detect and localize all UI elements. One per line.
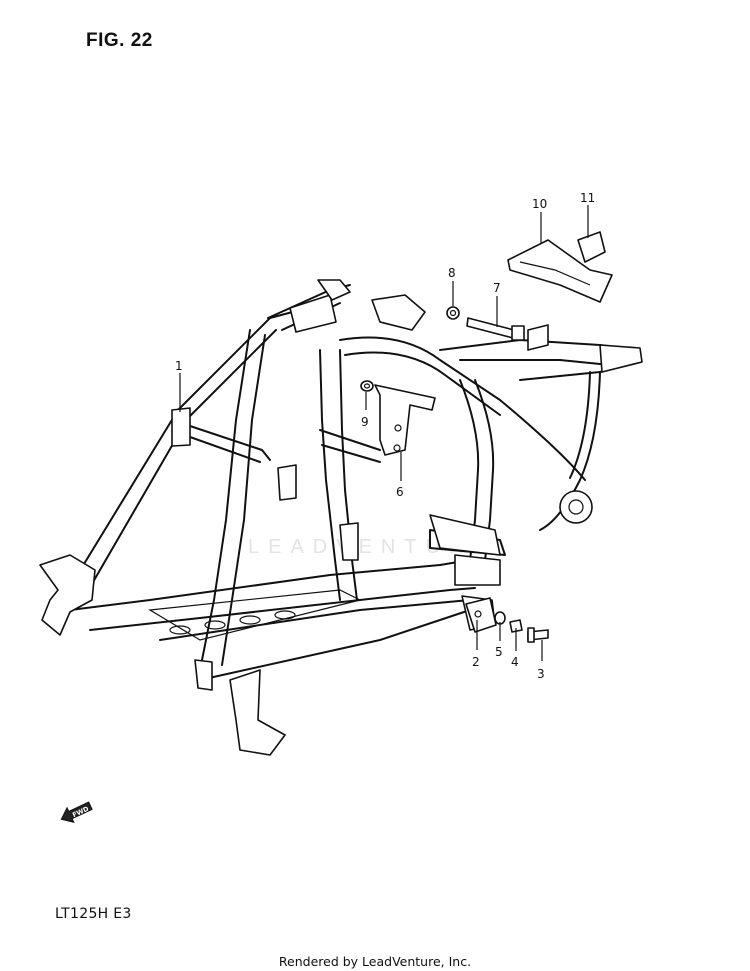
watermark: LEADVENTURE	[248, 536, 495, 558]
part-nut-4	[509, 619, 523, 633]
leader-lines	[179, 205, 589, 661]
part-washer-9	[360, 380, 374, 392]
callout-10: 10	[532, 197, 547, 211]
callout-11: 11	[580, 191, 595, 205]
fwd-arrow-icon: FWD	[60, 801, 93, 824]
callout-4: 4	[511, 655, 519, 669]
footer-credit: Rendered by LeadVenture, Inc.	[278, 954, 472, 969]
callout-7: 7	[493, 281, 501, 295]
part-cover-10-11	[507, 231, 613, 303]
callout-8: 8	[448, 266, 456, 280]
part-plate-2	[465, 597, 497, 633]
frame-body	[39, 279, 643, 756]
callout-2: 2	[472, 655, 480, 669]
part-nut-8	[446, 306, 460, 320]
callout-5: 5	[495, 645, 503, 659]
figure-title: FIG. 22	[86, 30, 153, 51]
part-bolt-3	[527, 627, 549, 643]
callout-1: 1	[175, 359, 183, 373]
part-bracket-6	[374, 384, 436, 456]
callout-6: 6	[396, 485, 404, 499]
part-bolt-7	[466, 317, 525, 341]
callout-3: 3	[537, 667, 545, 681]
model-label: LT125H E3	[55, 906, 132, 922]
callout-9: 9	[361, 415, 369, 429]
